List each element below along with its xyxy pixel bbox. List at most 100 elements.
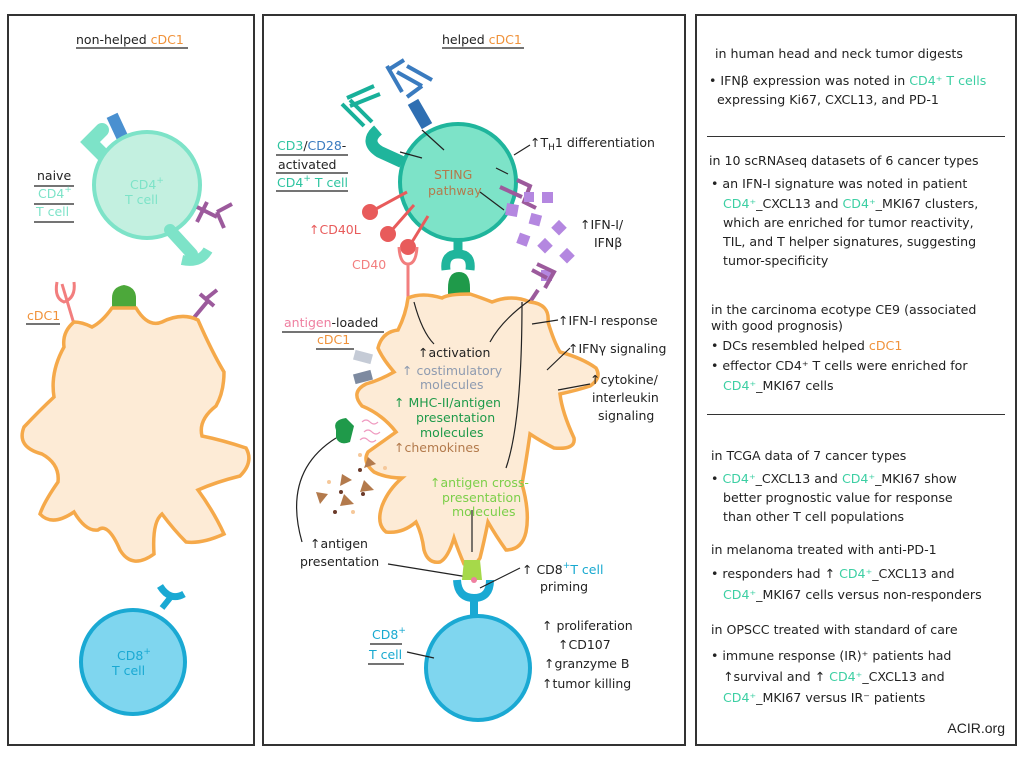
antigen-loaded-label-2: cDC1 (317, 332, 350, 347)
tcga-line: • CD4⁺_CXCL13 and CD4⁺_MKI67 show (711, 471, 957, 486)
ifng-signaling-label: ↑IFNγ signaling (568, 341, 666, 356)
cd8-t-cell: CD8+ T cell (79, 584, 187, 716)
ce9-line: CD4⁺_MKI67 cells (723, 378, 834, 393)
helped-diagram: helped cDC1 STING pathway ↑TH1 different… (276, 32, 666, 722)
activated-cd4-label-line3: CD4+ T cell (277, 174, 348, 190)
cytokine-label-1: ↑cytokine/ (590, 372, 659, 387)
anti-cd28-antibody-icon (385, 58, 433, 99)
scrnaseq-line: • an IFN-I signature was noted in patien… (711, 176, 968, 191)
opscc-line: ↑survival and ↑ CD4⁺_CXCL13 and (723, 669, 945, 684)
mhc-label-3: molecules (420, 425, 483, 440)
anti-cd3-antibody-icon (340, 84, 381, 128)
cd8-cell-label: CD8+ (117, 647, 151, 663)
cross-presentation-label-2: presentation (442, 490, 521, 505)
arrow-icon (505, 301, 523, 469)
ifnar-receptor-icon (195, 201, 233, 229)
section-bullet-hnscc-2: expressing Ki67, CXCL13, and PD-1 (717, 92, 939, 107)
melanoma-line: • responders had ↑ CD4⁺_CXCL13 and (711, 566, 955, 581)
scrnaseq-line: TIL, and T helper signatures, suggesting (723, 234, 977, 249)
tcga-line: better prognostic value for response (723, 490, 953, 505)
melanoma-line: CD4⁺_MKI67 cells versus non-responders (723, 587, 982, 602)
cd8-label-1: CD8+ (372, 626, 406, 642)
scrnaseq-line: CD4⁺_CXCL13 and CD4⁺_MKI67 clusters, (723, 196, 979, 211)
chemokines-label: ↑chemokines (394, 440, 480, 455)
cd40-receptor-icon (54, 281, 76, 325)
acir-footer: ACIR.org (947, 720, 1005, 736)
activated-cd4-cell-body (398, 122, 518, 242)
helped-cdc1-cell-body (355, 292, 600, 567)
cd4-cell-label-2: T cell (124, 192, 158, 207)
antigen-presentation-label-2: presentation (300, 554, 379, 569)
helped-cd8-cell-body (424, 614, 532, 722)
ifnar-receptor-icon (190, 288, 219, 322)
effect-proliferation: ↑ proliferation (542, 618, 633, 633)
mhc-antigen-icon (448, 272, 470, 294)
scrnaseq-line: tumor-specificity (723, 253, 829, 268)
costimulatory-label-1: ↑ costimulatory (402, 363, 503, 378)
section-divider (707, 414, 1005, 415)
antigen-loaded-label-1: antigen-loaded (284, 315, 378, 330)
antigen-presentation-label-1: ↑antigen (310, 536, 368, 551)
arrow-icon (399, 151, 423, 159)
cd8-label-2: T cell (368, 647, 402, 662)
sting-label: STING (434, 167, 472, 182)
ce9-line: • DCs resembled helped cDC1 (711, 338, 903, 353)
effect-tumor-killing: ↑tumor killing (542, 676, 631, 691)
activated-cd4-label-line2: activated (278, 157, 337, 172)
cross-presentation-label-1: ↑antigen cross- (430, 475, 529, 490)
cd28-receptor-icon (407, 98, 433, 130)
panel-title-non-helped: non-helped cDC1 (76, 32, 184, 47)
non-helped-panel: non-helped cDC1 CD4+ T cell naive CD4+ T… (7, 14, 255, 746)
ce9-line: • effector CD4⁺ T cells were enriched fo… (711, 358, 968, 373)
section-heading-hnscc: in human head and neck tumor digests (715, 46, 963, 61)
th1-label: ↑TH1 differentiation (530, 135, 655, 153)
cd4-cell-label: CD4+ (130, 176, 164, 192)
activation-label: ↑activation (418, 345, 490, 360)
section-bullet-hnscc: • IFNβ expression was noted in CD4⁺ T ce… (709, 73, 987, 88)
mhc-label-1: ↑ MHC-II/antigen (394, 395, 501, 410)
section-heading-opscc: in OPSCC treated with standard of care (711, 622, 958, 637)
tcga-line: than other T cell populations (723, 509, 905, 524)
effect-cd107: ↑CD107 (558, 637, 611, 652)
costimulatory-receptor-icon (353, 369, 373, 385)
cd4-cell-body (92, 130, 202, 240)
cd40l-ligands-icon (362, 190, 430, 255)
cdc1-cell-body (20, 306, 251, 563)
cd8-cell-body (79, 608, 187, 716)
mhc-antigen-icon (335, 418, 354, 444)
sting-pathway-label: pathway (428, 183, 482, 198)
ifn-label-1: ↑IFN-I/ (580, 217, 624, 232)
mhc-label-2: presentation (416, 410, 495, 425)
ifn-response-label: ↑IFN-I response (558, 313, 658, 328)
receptor-icon (180, 247, 213, 266)
cytokine-label-3: signaling (598, 408, 654, 423)
arrow-icon (489, 299, 531, 343)
cytokine-label-2: interleukin (592, 390, 659, 405)
cd8-cell-label-2: T cell (111, 663, 145, 678)
naive-label: naive (37, 168, 71, 183)
mhc-class-i-icon (462, 560, 482, 580)
panel-title-helped: helped cDC1 (442, 32, 522, 47)
arrow-icon (413, 301, 435, 345)
cd8-priming-label-2: priming (540, 579, 588, 594)
cd40-label: CD40 (352, 257, 386, 272)
naive-cd4-t-cell: CD4+ T cell (80, 112, 233, 266)
cd40-receptor-icon (397, 246, 419, 297)
tcr-receptor-icon (365, 125, 405, 168)
helped-panel: helped cDC1 STING pathway ↑TH1 different… (262, 14, 686, 746)
mhc-antigen-icon (112, 285, 136, 308)
cd8-priming-label-1: ↑ CD8+T cell (522, 561, 603, 577)
chemokine-squiggle-icon (359, 419, 381, 443)
arrow-icon (421, 129, 445, 151)
cd40l-label: ↑CD40L (309, 222, 361, 237)
cd4-label: CD4+ (38, 185, 72, 201)
section-heading-ce9: in the carcinoma ecotype CE9 (associated (711, 302, 977, 317)
costimulatory-label-2: molecules (420, 377, 483, 392)
ifn-molecules-icon (505, 192, 575, 281)
opscc-line: • immune response (IR)⁺ patients had (711, 648, 952, 663)
costimulatory-receptor-icon (353, 349, 373, 365)
scrnaseq-line: which are enriched for tumor reactivity, (723, 215, 974, 230)
tcell-label: T cell (35, 204, 69, 219)
opscc-line: CD4⁺_MKI67 versus IR⁻ patients (723, 690, 926, 705)
section-heading-melanoma: in melanoma treated with anti-PD-1 (711, 542, 937, 557)
